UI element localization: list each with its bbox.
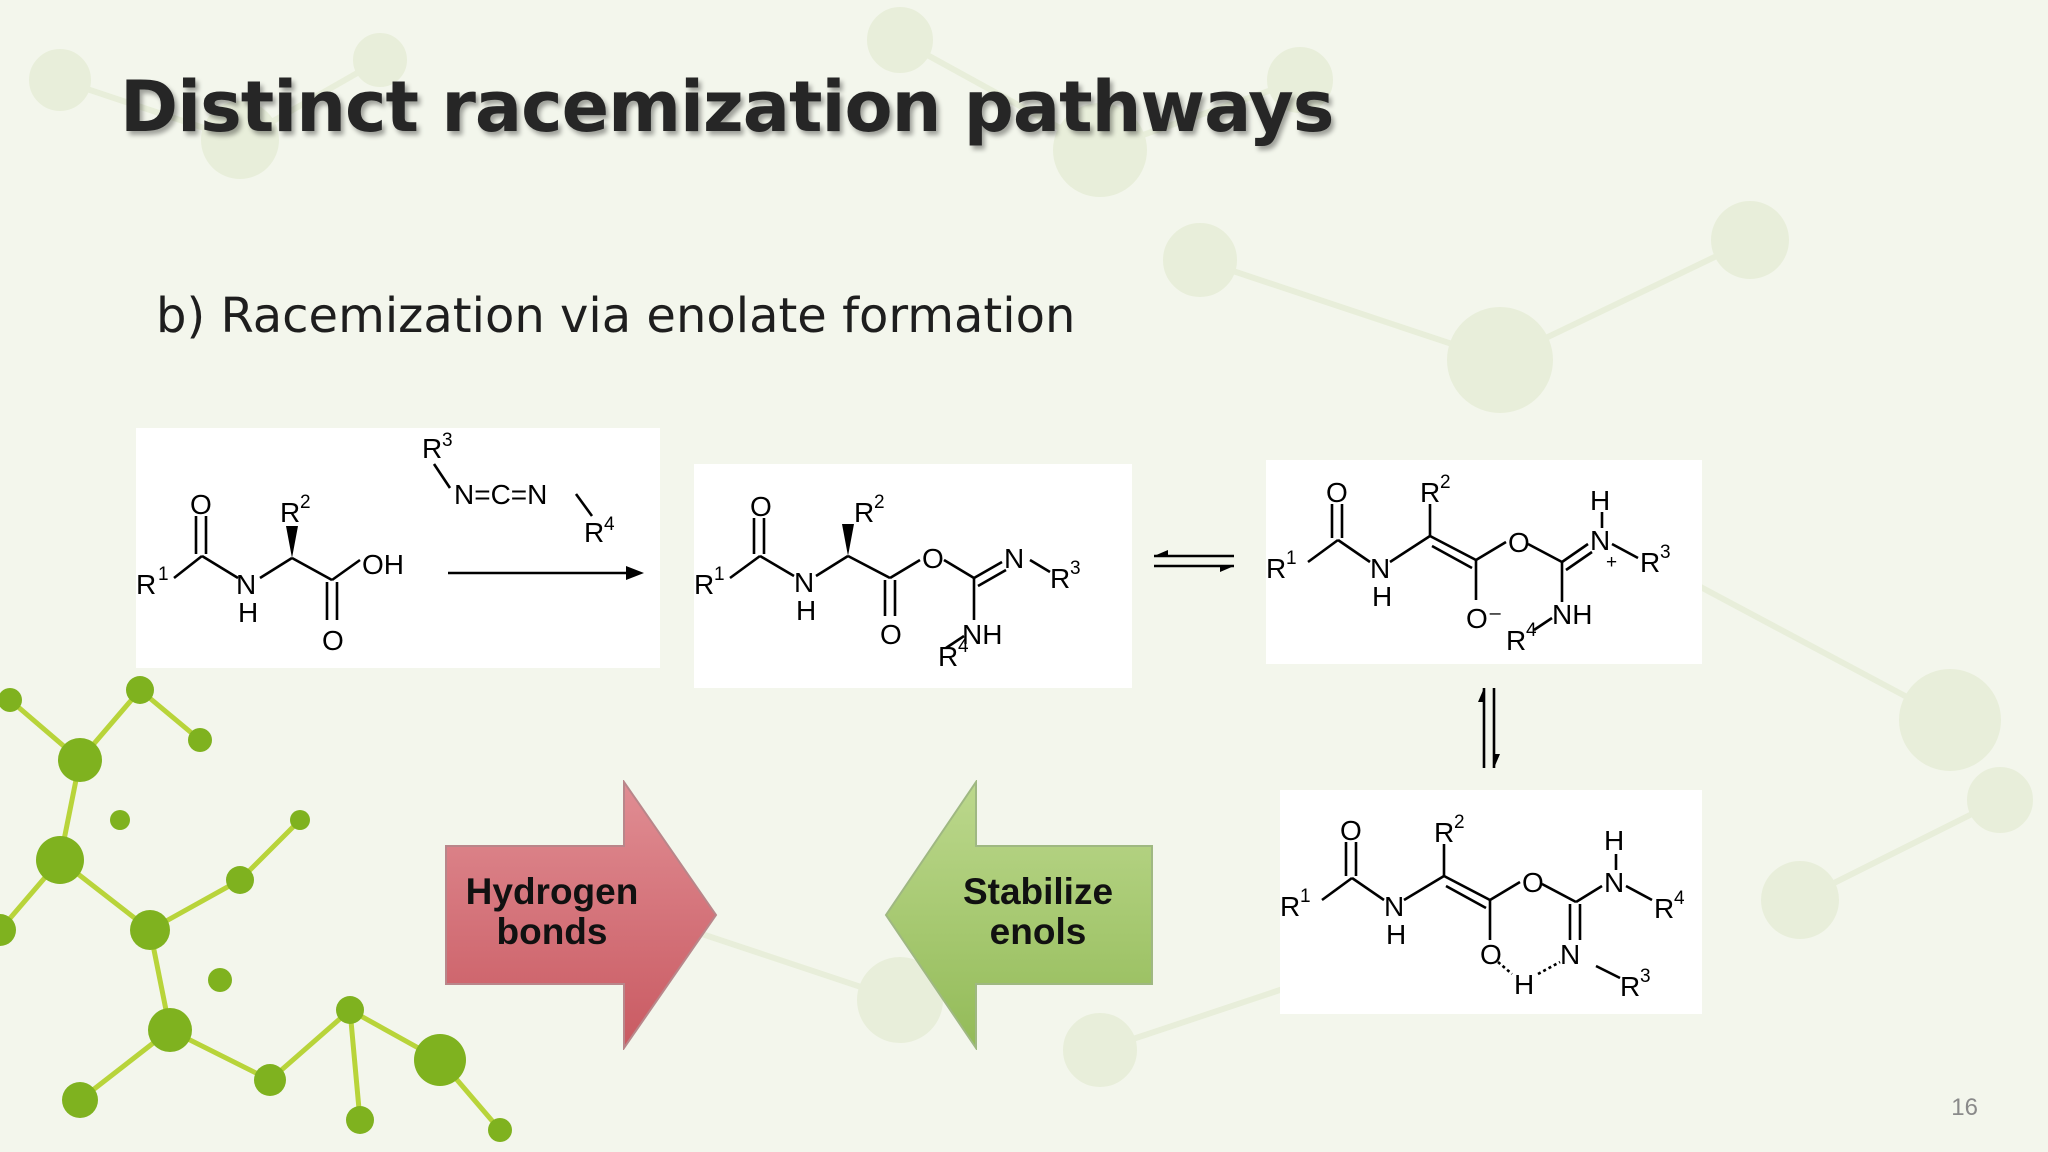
carbodiimide-formula: N=C=N bbox=[454, 479, 547, 510]
hydrogen-bonds-label-line1: Hydrogen bbox=[465, 871, 639, 912]
svg-text:+: + bbox=[1606, 552, 1617, 573]
enolate-structure: R 1 O N H R 2 O O⁻ H N + R 3 NH R 4 bbox=[1266, 472, 1671, 656]
svg-text:N: N bbox=[794, 567, 814, 598]
svg-text:R: R bbox=[1640, 547, 1660, 578]
enol-hydrogen-bonded-structure: R 1 O N H R 2 O O H N R 3 H N R 4 bbox=[1280, 812, 1685, 1002]
svg-text:N: N bbox=[1370, 553, 1390, 584]
hydrogen-bonds-arrow: Hydrogen bonds bbox=[444, 780, 720, 1050]
svg-text:3: 3 bbox=[442, 430, 453, 451]
svg-text:1: 1 bbox=[1286, 548, 1297, 569]
reagent-r4: R bbox=[584, 517, 604, 548]
r1-label: R bbox=[136, 569, 156, 600]
svg-text:O: O bbox=[750, 491, 772, 522]
svg-text:1: 1 bbox=[714, 564, 725, 585]
svg-text:2: 2 bbox=[874, 492, 885, 513]
stabilize-enols-arrow: Stabilize enols bbox=[884, 780, 1154, 1050]
svg-text:R: R bbox=[854, 497, 874, 528]
svg-text:H: H bbox=[1372, 581, 1392, 612]
svg-text:R: R bbox=[1420, 477, 1440, 508]
svg-text:O: O bbox=[1480, 939, 1502, 970]
stabilize-enols-label-line1: Stabilize bbox=[962, 871, 1114, 912]
svg-text:H: H bbox=[796, 595, 816, 626]
svg-text:O: O bbox=[322, 625, 344, 656]
svg-text:N: N bbox=[1590, 525, 1610, 556]
scheme-panel-starting-material: R 1 O N H R 2 OH O R 3 N=C=N R 4 bbox=[136, 428, 660, 668]
svg-text:N: N bbox=[1560, 939, 1580, 970]
svg-text:1: 1 bbox=[158, 564, 169, 585]
svg-text:4: 4 bbox=[1526, 620, 1537, 641]
svg-text:H: H bbox=[1590, 485, 1610, 516]
hydrogen-bonds-label-line2: bonds bbox=[496, 911, 608, 952]
svg-text:4: 4 bbox=[604, 514, 615, 535]
scheme-panel-enolate: R 1 O N H R 2 O O⁻ H N + R 3 NH R 4 bbox=[1266, 460, 1702, 664]
svg-text:R: R bbox=[1266, 553, 1286, 584]
svg-text:NH: NH bbox=[962, 619, 1002, 650]
svg-text:4: 4 bbox=[1674, 888, 1685, 909]
svg-text:3: 3 bbox=[1640, 966, 1651, 987]
svg-text:4: 4 bbox=[958, 636, 969, 657]
oxygen-label: O bbox=[190, 489, 212, 520]
svg-text:H: H bbox=[1604, 825, 1624, 856]
svg-text:3: 3 bbox=[1070, 558, 1081, 579]
svg-text:R: R bbox=[1620, 971, 1640, 1002]
svg-text:N: N bbox=[1604, 867, 1624, 898]
stabilize-enols-label-line2: enols bbox=[989, 911, 1087, 952]
starting-amino-acid-structure: R 1 O N H R 2 OH O R 3 N=C=N R 4 bbox=[136, 430, 644, 656]
svg-text:O: O bbox=[1326, 477, 1348, 508]
slide-subtitle: b) Racemization via enolate formation bbox=[156, 288, 1076, 344]
scheme-panel-o-acylisourea: R 1 O N H R 2 O O N R 3 NH R 4 bbox=[694, 464, 1132, 688]
reagent-r3: R bbox=[422, 433, 442, 464]
equilibrium-arrow-horizontal bbox=[1154, 550, 1234, 572]
svg-text:R: R bbox=[1654, 893, 1674, 924]
svg-text:2: 2 bbox=[1454, 812, 1465, 833]
enolate-oxygen: O⁻ bbox=[1466, 603, 1503, 634]
svg-text:R: R bbox=[1280, 891, 1300, 922]
slide-title: Distinct racemization pathways bbox=[120, 66, 1334, 148]
page-number: 16 bbox=[1951, 1094, 1978, 1121]
equilibrium-arrow-vertical bbox=[1478, 688, 1500, 768]
svg-text:O: O bbox=[922, 543, 944, 574]
o-acylisourea-structure: R 1 O N H R 2 O O N R 3 NH R 4 bbox=[694, 491, 1081, 672]
r2-label: R bbox=[280, 497, 300, 528]
svg-text:N: N bbox=[1004, 543, 1024, 574]
bridging-hydrogen: H bbox=[1514, 969, 1534, 1000]
svg-text:O: O bbox=[1508, 527, 1530, 558]
svg-text:N: N bbox=[1384, 891, 1404, 922]
svg-text:R: R bbox=[1434, 817, 1454, 848]
svg-text:R: R bbox=[694, 569, 714, 600]
svg-text:3: 3 bbox=[1660, 542, 1671, 563]
svg-text:H: H bbox=[1386, 919, 1406, 950]
svg-text:2: 2 bbox=[300, 492, 311, 513]
svg-text:O: O bbox=[880, 619, 902, 650]
svg-text:R: R bbox=[1050, 563, 1070, 594]
svg-text:R: R bbox=[1506, 625, 1526, 656]
hydroxyl-label: OH bbox=[362, 549, 404, 580]
svg-text:O: O bbox=[1340, 815, 1362, 846]
scheme-panel-enol-hbond: R 1 O N H R 2 O O H N R 3 H N R 4 bbox=[1280, 790, 1702, 1014]
svg-text:O: O bbox=[1522, 867, 1544, 898]
svg-text:1: 1 bbox=[1300, 886, 1311, 907]
svg-text:H: H bbox=[238, 597, 258, 628]
svg-text:NH: NH bbox=[1552, 599, 1592, 630]
svg-text:2: 2 bbox=[1440, 472, 1451, 493]
svg-text:N: N bbox=[236, 569, 256, 600]
svg-text:R: R bbox=[938, 641, 958, 672]
